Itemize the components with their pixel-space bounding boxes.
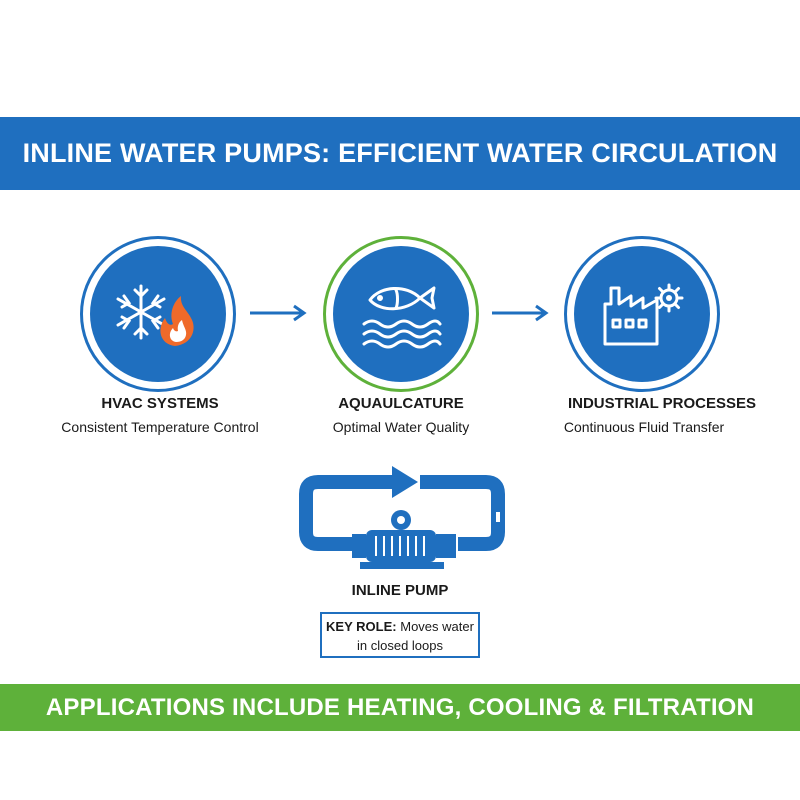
hvac-icon-badge [90,246,226,382]
page-title: INLINE WATER PUMPS: EFFICIENT WATER CIRC… [22,138,778,168]
key-role-box: KEY ROLE: Moves water in closed loops [320,612,480,658]
footer-banner: APPLICATIONS INCLUDE HEATING, COOLING & … [0,684,800,731]
key-role-text-1: Moves water [400,619,474,634]
key-role-text-2: in closed loops [357,638,443,653]
key-role-label: KEY ROLE: [326,619,397,634]
industrial-icon-badge [574,246,710,382]
arrow-right-icon [250,304,307,322]
aquaculture-subtitle: Optimal Water Quality [332,419,470,435]
aquaculture-icon-badge [333,246,469,382]
hvac-circle [80,236,236,392]
hvac-subtitle: Consistent Temperature Control [61,419,259,435]
aquaculture-title: AQUAULCATURE [338,395,464,412]
snowflake-flame-icon [116,284,194,346]
factory-gear-icon [603,283,684,346]
pump-loop-icon [299,466,505,569]
title-banner: INLINE WATER PUMPS: EFFICIENT WATER CIRC… [0,117,800,190]
hvac-title: HVAC SYSTEMS [101,395,219,412]
industrial-subtitle: Continuous Fluid Transfer [563,419,725,435]
key-role-line-1: KEY ROLE: Moves water [322,617,478,636]
fish-waves-icon [362,286,442,349]
arrow-right-icon [492,304,549,322]
footer-text: APPLICATIONS INCLUDE HEATING, COOLING & … [45,693,755,721]
industrial-circle [564,236,720,392]
pump-label: INLINE PUMP [351,582,449,599]
aquaculture-circle [323,236,479,392]
industrial-title: INDUSTRIAL PROCESSES [567,395,757,412]
